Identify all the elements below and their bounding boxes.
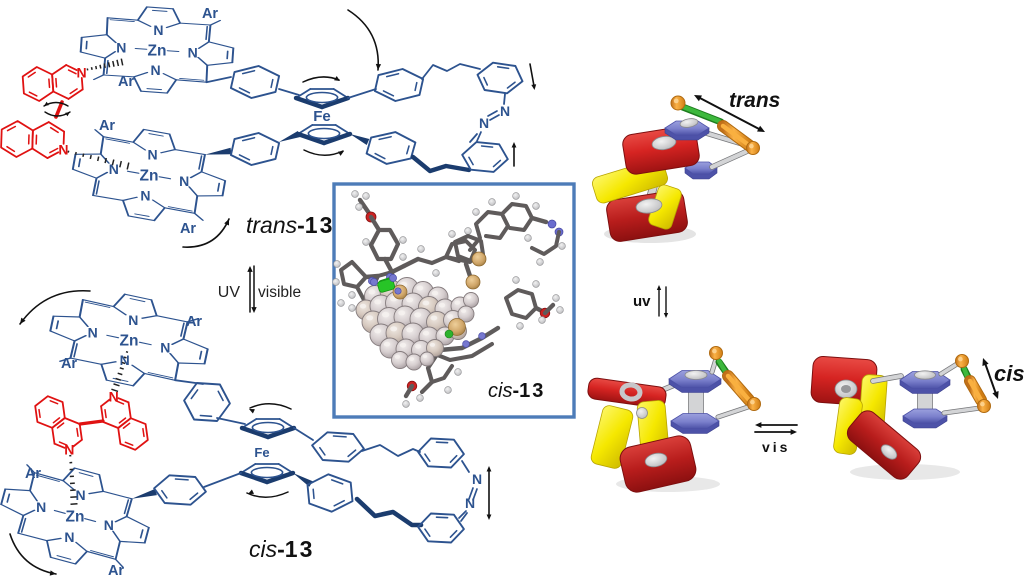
svg-text:Zn: Zn: [140, 167, 159, 184]
svg-text:N: N: [36, 499, 46, 515]
svg-text:N: N: [151, 62, 161, 78]
svg-text:N: N: [104, 517, 114, 533]
svg-text:N: N: [148, 147, 158, 163]
svg-text:N: N: [76, 487, 86, 503]
svg-text:cis: cis: [994, 361, 1024, 386]
svg-text:N: N: [120, 352, 130, 368]
svg-text:N: N: [109, 161, 119, 177]
svg-text:N: N: [64, 529, 74, 545]
svg-text:Fe: Fe: [254, 445, 269, 460]
svg-text:N: N: [479, 115, 489, 131]
svg-text:Ar: Ar: [108, 563, 124, 579]
svg-text:Ar: Ar: [118, 74, 134, 90]
svg-text:N: N: [116, 40, 126, 56]
svg-text:Zn: Zn: [148, 42, 167, 59]
svg-text:N: N: [64, 442, 74, 458]
svg-text:N: N: [153, 22, 163, 38]
svg-text:N: N: [500, 103, 510, 119]
svg-text:cis-13: cis-13: [249, 536, 312, 562]
svg-text:N: N: [58, 142, 68, 158]
svg-text:Ar: Ar: [61, 356, 77, 372]
svg-text:cis-13: cis-13: [488, 380, 543, 402]
svg-text:visible: visible: [258, 284, 301, 301]
svg-text:trans: trans: [729, 89, 780, 112]
svg-text:trans-13: trans-13: [246, 212, 332, 238]
svg-text:N: N: [76, 65, 86, 81]
svg-text:Ar: Ar: [186, 314, 202, 330]
svg-text:Ar: Ar: [180, 221, 196, 237]
svg-text:Zn: Zn: [120, 332, 139, 349]
svg-text:Fe: Fe: [313, 108, 331, 125]
svg-text:Ar: Ar: [202, 6, 218, 22]
svg-text:N: N: [472, 471, 482, 487]
svg-text:UV: UV: [218, 284, 241, 301]
svg-text:Zn: Zn: [66, 508, 85, 525]
svg-text:N: N: [160, 340, 170, 356]
svg-text:N: N: [465, 495, 475, 511]
svg-text:uv: uv: [633, 293, 651, 310]
svg-text:N: N: [128, 312, 138, 328]
svg-text:N: N: [88, 324, 98, 340]
svg-text:Ar: Ar: [99, 118, 115, 134]
svg-text:N: N: [179, 173, 189, 189]
svg-text:N: N: [188, 44, 198, 60]
svg-text:N: N: [109, 388, 119, 404]
svg-text:vis: vis: [762, 439, 790, 455]
svg-text:Ar: Ar: [25, 466, 41, 482]
svg-text:N: N: [140, 187, 150, 203]
